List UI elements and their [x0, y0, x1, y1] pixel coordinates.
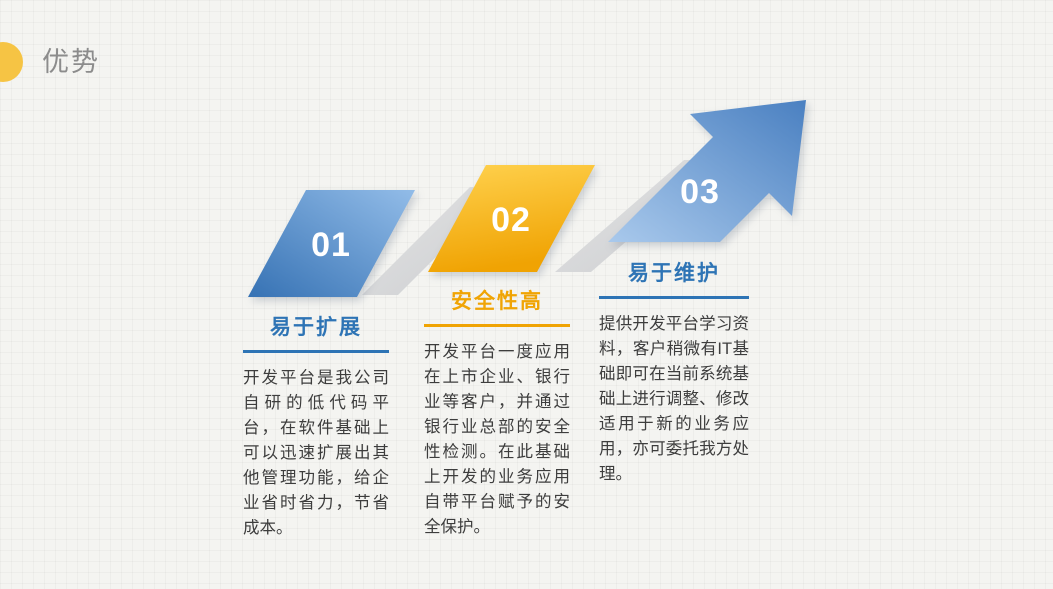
step-2-number: 02: [491, 201, 531, 239]
step-3-underline: [599, 296, 749, 299]
step-2-body: 开发平台一度应用在上市企业、银行业等客户，并通过银行业总部的安全性检测。在此基础…: [424, 343, 570, 536]
step-1-body: 开发平台是我公司自研的低代码平台，在软件基础上可以迅速扩展出其他管理功能，给企业…: [243, 369, 389, 537]
step-3-number: 03: [680, 173, 720, 211]
step-3-body: 提供开发平台学习资料，客户稍微有IT基础即可在当前系统基础上进行调整、修改适用于…: [599, 315, 749, 483]
step-1-title: 易于扩展: [270, 316, 362, 339]
step-2-underline: [424, 324, 570, 327]
page-title: 优势: [42, 47, 100, 77]
step-1-text-block: 易于扩展 开发平台是我公司自研的低代码平台，在软件基础上可以迅速扩展出其他管理功…: [243, 311, 389, 541]
step-1-parallelogram: [248, 190, 415, 297]
step-2-text-block: 安全性高 开发平台一度应用在上市企业、银行业等客户，并通过银行业总部的安全性检测…: [424, 285, 570, 540]
step-2-title: 安全性高: [451, 290, 543, 313]
step-2-parallelogram: [428, 165, 595, 272]
step-3-text-block: 易于维护 提供开发平台学习资料，客户稍微有IT基础即可在当前系统基础上进行调整、…: [599, 257, 749, 487]
step-1-underline: [243, 350, 389, 353]
step-3-arrow: [608, 100, 806, 242]
step-1-number: 01: [311, 226, 351, 264]
accent-circle: [0, 42, 23, 82]
step-3-title: 易于维护: [628, 262, 720, 285]
